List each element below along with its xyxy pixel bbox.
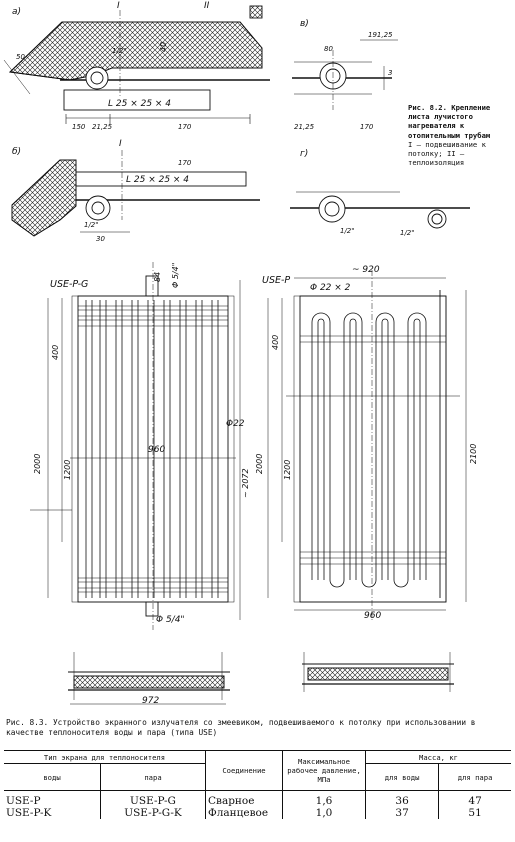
dim-972: 972 <box>142 696 160 706</box>
cell-steam-type: USE-P-G-K <box>100 807 206 819</box>
dim-960-right: 960 <box>364 611 382 621</box>
fig83-left-section <box>68 652 230 705</box>
header-steam: пара <box>100 763 206 791</box>
dim-1200-left: 1200 <box>63 459 72 480</box>
fig82-view-a <box>3 5 270 124</box>
cell-mass-steam: 47 <box>438 790 511 807</box>
dim-920: ~ 920 <box>352 265 380 275</box>
dim-191-25: 191,25 <box>368 31 393 39</box>
header-mass-water: для воды <box>364 763 439 791</box>
dim-2100: 2100 <box>469 443 478 464</box>
dim-21-25-v: 21,25 <box>294 123 315 131</box>
header-mass: Масса, кг <box>365 750 511 764</box>
panel-label-use-p-g: USE-P-G <box>50 279 89 290</box>
dim-84: 84 <box>153 271 162 282</box>
roman-one-label: I <box>117 1 120 11</box>
dim-2072: ~ 2072 <box>241 468 250 498</box>
dim-50: 50 <box>16 53 25 61</box>
figure-8-2-title: Рис. 8.2. Крепление листа лучистого нагр… <box>408 103 491 140</box>
fig83-right-panel <box>267 270 467 620</box>
dim-half-inch-b: 1/2" <box>84 221 99 229</box>
panel-label-use-p: USE-P <box>262 275 291 286</box>
cell-pressure: 1,6 <box>282 790 366 807</box>
subfig-a-label: а) <box>12 7 22 17</box>
subfig-b-label: б) <box>12 147 22 157</box>
table-row: USE-P-K USE-P-G-K Фланцевое 1,0 37 51 <box>4 807 511 819</box>
cell-steam-type: USE-P-G <box>100 790 206 807</box>
cell-pressure: 1,0 <box>282 807 366 819</box>
dim-170: 170 <box>178 123 192 131</box>
cell-water-type: USE-P <box>6 795 41 807</box>
dim-21-25: 21,25 <box>92 123 113 131</box>
dim-half-inch: 1/2" <box>112 47 127 55</box>
dim-30: 30 <box>96 235 105 243</box>
roman-two-label: II <box>204 1 210 11</box>
cell-mass-water: 37 <box>364 807 439 819</box>
dim-400-left: 400 <box>51 344 60 360</box>
header-connection: Соединение <box>205 750 283 791</box>
dim-2000-right: 2000 <box>255 453 264 474</box>
header-mass-steam: для пара <box>438 763 511 791</box>
subfig-v-label: в) <box>300 19 309 29</box>
dim-80: 80 <box>324 45 333 53</box>
header-water: воды <box>43 772 61 782</box>
cell-mass-steam: 51 <box>438 807 511 819</box>
cell-mass-water: 36 <box>364 790 439 807</box>
dim-half-inch-g: 1/2" <box>340 227 355 235</box>
dim-960-left: 960 <box>148 445 166 455</box>
dim-2000-left: 2000 <box>33 453 42 474</box>
figure-8-2-caption: Рис. 8.2. Крепление листа лучистого нагр… <box>408 103 512 167</box>
fig83-left-panel <box>30 262 241 630</box>
angle-profile-label-b: L 25 × 25 × 4 <box>126 175 190 185</box>
cell-water-type: USE-P-K <box>6 807 52 819</box>
dim-phi-5-4-bottom: Φ 5/4" <box>156 615 185 625</box>
dim-400-right: 400 <box>271 334 280 350</box>
figure-8-2-legend: I — подвешивание к потолку; II — теплоиз… <box>408 139 486 168</box>
dim-phi-22: Φ22 <box>226 419 245 429</box>
screen-spec-table: Тип экрана для теплоносителя Соединение … <box>4 750 511 819</box>
fig82-view-b <box>11 150 260 237</box>
dim-3: 3 <box>388 69 393 77</box>
dim-40: 40 <box>159 41 168 52</box>
dim-phi-22x2: Φ 22 × 2 <box>310 283 351 293</box>
roman-one-label-b: I <box>119 139 122 149</box>
dim-1200-right: 1200 <box>283 459 292 480</box>
dim-170-v: 170 <box>360 123 374 131</box>
figure-8-3-caption: Рис. 8.3. Устройство экранного излучател… <box>6 718 476 737</box>
dim-170-b: 170 <box>178 159 192 167</box>
dim-150: 150 <box>72 123 86 131</box>
cell-connection: Сварное <box>205 790 283 807</box>
header-screen-type: Тип экрана для теплоносителя <box>4 750 206 764</box>
fig82-view-v <box>292 39 398 110</box>
fig82-view-g <box>290 191 470 229</box>
subfig-g-label: г) <box>300 149 309 159</box>
table-row: USE-P USE-P-G Сварное 1,6 36 47 <box>4 790 511 807</box>
fig83-right-section <box>302 652 454 692</box>
angle-profile-label: L 25 × 25 × 4 <box>108 99 172 109</box>
dim-phi-5-4-top: Φ 5/4" <box>171 262 180 288</box>
dim-half-inch-g2: 1/2" <box>400 229 415 237</box>
header-pressure: Максимальное рабочее давление, МПа <box>282 750 366 791</box>
cell-connection: Фланцевое <box>205 807 283 819</box>
